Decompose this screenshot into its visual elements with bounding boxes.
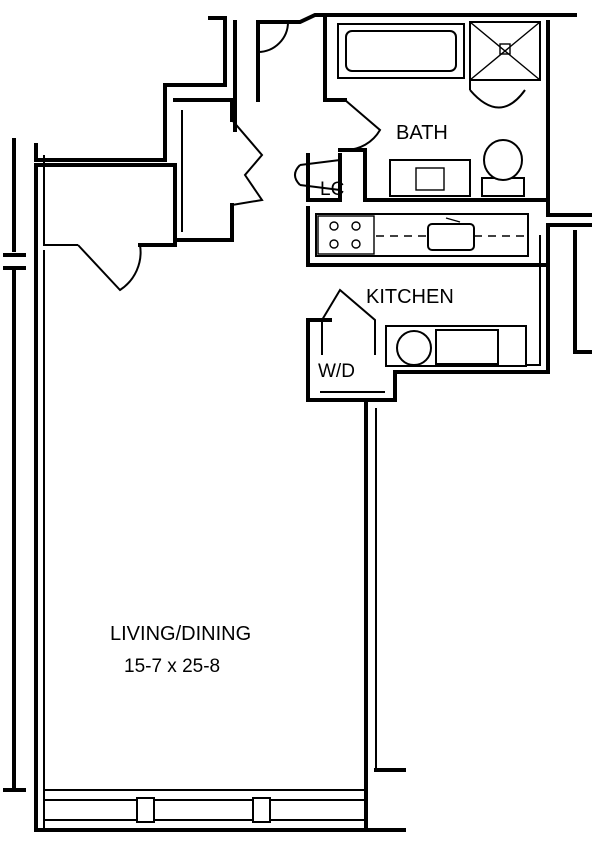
south-window-lines	[44, 789, 366, 821]
closet-a-door	[77, 244, 142, 292]
linen-closet-label: LC	[320, 179, 344, 200]
entry-top-wall	[34, 16, 227, 162]
bath-label: BATH	[396, 122, 448, 144]
kitchen-label: KITCHEN	[366, 286, 454, 308]
kitchen-north-wall	[306, 206, 550, 267]
entry-door	[257, 21, 289, 54]
dishwasher	[435, 329, 499, 365]
lc-walls	[306, 153, 342, 202]
bath-west-wall	[323, 13, 347, 102]
wd-bifold-door	[321, 288, 376, 355]
kitchen-counter	[315, 213, 529, 257]
doors	[77, 21, 526, 355]
lc-door	[294, 159, 341, 191]
bath-door	[344, 99, 382, 152]
bath-east-wall	[546, 20, 592, 227]
washer-dryer-label: W/D	[318, 361, 355, 382]
shower-drain	[499, 43, 511, 55]
burner-2	[351, 221, 361, 231]
living-dining-dimensions: 15-7 x 25-8	[124, 656, 220, 677]
corridor-walls	[233, 20, 260, 132]
bathtub-basin	[345, 30, 457, 72]
shower-cross	[469, 21, 541, 81]
vanity-sink	[415, 167, 445, 191]
kitchen-sink	[427, 223, 475, 251]
walls	[3, 13, 592, 832]
closet-b-bifold-door	[231, 119, 264, 206]
range	[317, 215, 375, 255]
closet-left-inner	[43, 155, 78, 246]
kitchen-south-wall	[306, 226, 550, 402]
burner-3	[329, 239, 339, 249]
range-hood-or-fixture	[396, 330, 432, 366]
window-mullion-2	[252, 797, 271, 823]
closet-a	[34, 163, 177, 252]
bathtub	[337, 23, 465, 79]
faucet	[445, 217, 461, 223]
fixtures	[136, 21, 541, 823]
burner-4	[351, 239, 361, 249]
living-dining-label: LIVING/DINING	[110, 623, 251, 645]
closet-b	[173, 98, 234, 242]
burner-1	[329, 221, 339, 231]
west-exterior-wall	[3, 138, 26, 792]
shower-door	[469, 80, 526, 109]
room-labels: BATH LC KITCHEN W/D LIVING/DINING 15-7 x…	[110, 122, 454, 677]
window-mullion-1	[136, 797, 155, 823]
toilet-bowl	[483, 139, 523, 181]
north-wall	[256, 13, 577, 24]
kitchen-east-window	[573, 230, 592, 354]
